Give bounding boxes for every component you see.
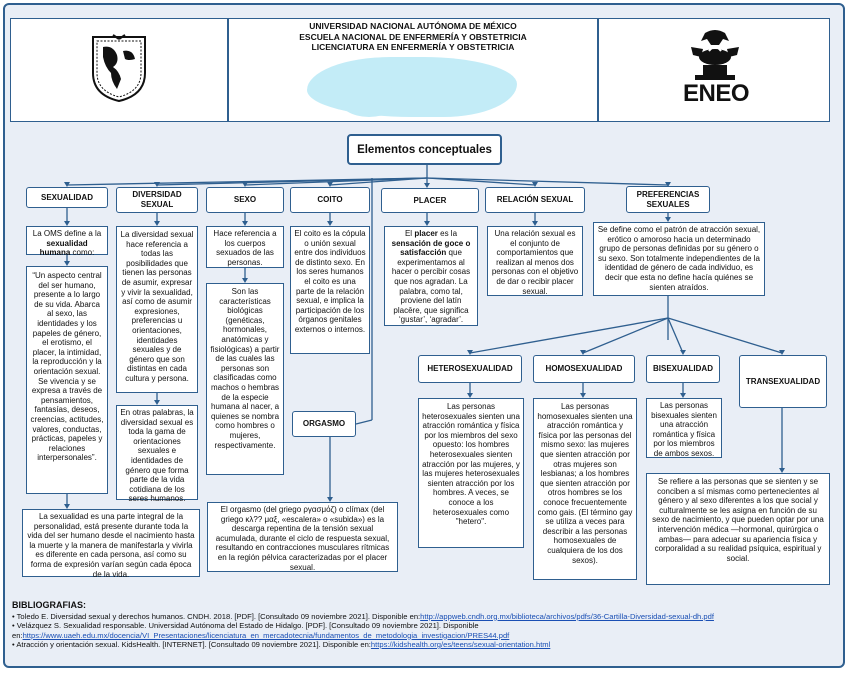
bisexualidad-definition: Las personas bisexuales sienten una atra…: [646, 398, 722, 458]
sky-blob-2: [339, 81, 399, 117]
bibliography-item: • Toledo E. Diversidad sexual y derechos…: [12, 611, 714, 621]
transexualidad-definition: Se refiere a las personas que se sienten…: [646, 473, 830, 585]
biblio-text-3: Atracción y orientación sexual. KidsHeal…: [16, 640, 371, 649]
eneo-lamp-icon: [691, 30, 739, 80]
sexualidad-quote: “Un aspecto central del ser humano, pres…: [26, 266, 108, 494]
biblio-link-2[interactable]: https://www.uaeh.edu.mx/docencia/VI_Pres…: [22, 630, 510, 640]
category-sexo: SEXO: [206, 187, 284, 213]
placer-c: es la: [437, 229, 458, 238]
biblio-text-2: Velázquez S. Sexualidad responsable. Uni…: [12, 621, 479, 640]
biblio-text-1: Toledo E. Diversidad sexual y derechos h…: [16, 611, 421, 621]
sexualidad-def-a: La OMS define a la: [32, 229, 102, 238]
relacion-definition: Una relación sexual es el conjunto de co…: [487, 226, 583, 296]
diversidad-definition-1: La diversidad sexual hace referencia a t…: [116, 226, 198, 393]
category-orgasmo: ORGASMO: [292, 411, 356, 437]
biblio-link-1[interactable]: http://appweb.cndh.org.mx/biblioteca/arc…: [420, 611, 714, 621]
heterosexualidad-definition: Las personas heterosexuales sienten una …: [418, 398, 524, 548]
bibliography-item: • Atracción y orientación sexual. KidsHe…: [12, 640, 551, 649]
orgasmo-definition: El orgasmo (del griego ργασμόζ) o clímax…: [207, 502, 398, 572]
sexualidad-def-b: sexualidad humana: [39, 238, 88, 258]
eneo-wordmark: ENEO: [683, 80, 750, 107]
category-heterosexualidad: HETEROSEXUALIDAD: [418, 355, 522, 383]
placer-d: sensación de goce o satisfacción: [391, 238, 471, 258]
sexo-definition-1: Hace referencia a los cuerpos sexuados d…: [206, 226, 284, 268]
sexualidad-summary: La sexualidad es una parte integral de l…: [22, 509, 200, 579]
homosexualidad-definition: Las personas homosexuales sienten una at…: [533, 398, 637, 580]
main-title: Elementos conceptuales: [347, 134, 502, 165]
header-line-1: UNIVERSIDAD NACIONAL AUTÓNOMA DE MÉXICO: [309, 21, 517, 31]
category-preferencias-sexuales: PREFERENCIAS SEXUALES: [626, 186, 710, 213]
bibliography-title: BIBLIOGRAFIAS:: [12, 600, 86, 610]
category-homosexualidad: HOMOSEXUALIDAD: [533, 355, 635, 383]
diversidad-definition-2: En otras palabras, la diversidad sexual …: [116, 405, 198, 503]
preferencias-definition: Se define como el patrón de atracción se…: [593, 222, 765, 296]
category-sexualidad: SEXUALIDAD: [26, 187, 108, 208]
category-coito: COITO: [290, 187, 370, 213]
biblio-link-3[interactable]: https://kidshealth.org/es/teens/sexual-o…: [370, 640, 551, 649]
unam-shield-icon: [92, 34, 146, 103]
bibliography: BIBLIOGRAFIAS: • Toledo E. Diversidad se…: [12, 600, 840, 650]
category-bisexualidad: BISEXUALIDAD: [646, 355, 720, 383]
title-cell: UNIVERSIDAD NACIONAL AUTÓNOMA DE MÉXICO …: [228, 18, 598, 122]
category-relacion-sexual: RELACIÓN SEXUAL: [485, 187, 585, 213]
sexo-definition-2: Son las características biológicas (gené…: [206, 283, 284, 475]
placer-b: placer: [414, 229, 438, 238]
eneo-logo-cell: ENEO: [598, 18, 830, 122]
category-placer: PLACER: [381, 188, 479, 213]
placer-a: El: [404, 229, 415, 238]
header-line-3: LICENCIATURA EN ENFERMERÍA Y OBSTETRICIA: [311, 42, 515, 52]
sexualidad-def-c: como:: [70, 248, 95, 258]
header-line-2: ESCUELA NACIONAL DE ENFERMERÍA Y OBSTETR…: [299, 31, 527, 42]
category-transexualidad: TRANSEXUALIDAD: [739, 355, 827, 408]
placer-definition: El placer es la sensación de goce o sati…: [384, 226, 478, 326]
unam-logo-cell: [10, 18, 228, 122]
placer-e: que experimentamos al hacer o percibir c…: [391, 248, 471, 325]
bibliography-item: • Velázquez S. Sexualidad responsable. U…: [12, 621, 510, 640]
coito-definition: El coito es la cópula o unión sexual ent…: [290, 226, 370, 354]
category-diversidad-sexual: DIVERSIDAD SEXUAL: [116, 187, 198, 213]
sexualidad-definition: La OMS define a la sexualidad humana com…: [26, 226, 108, 258]
